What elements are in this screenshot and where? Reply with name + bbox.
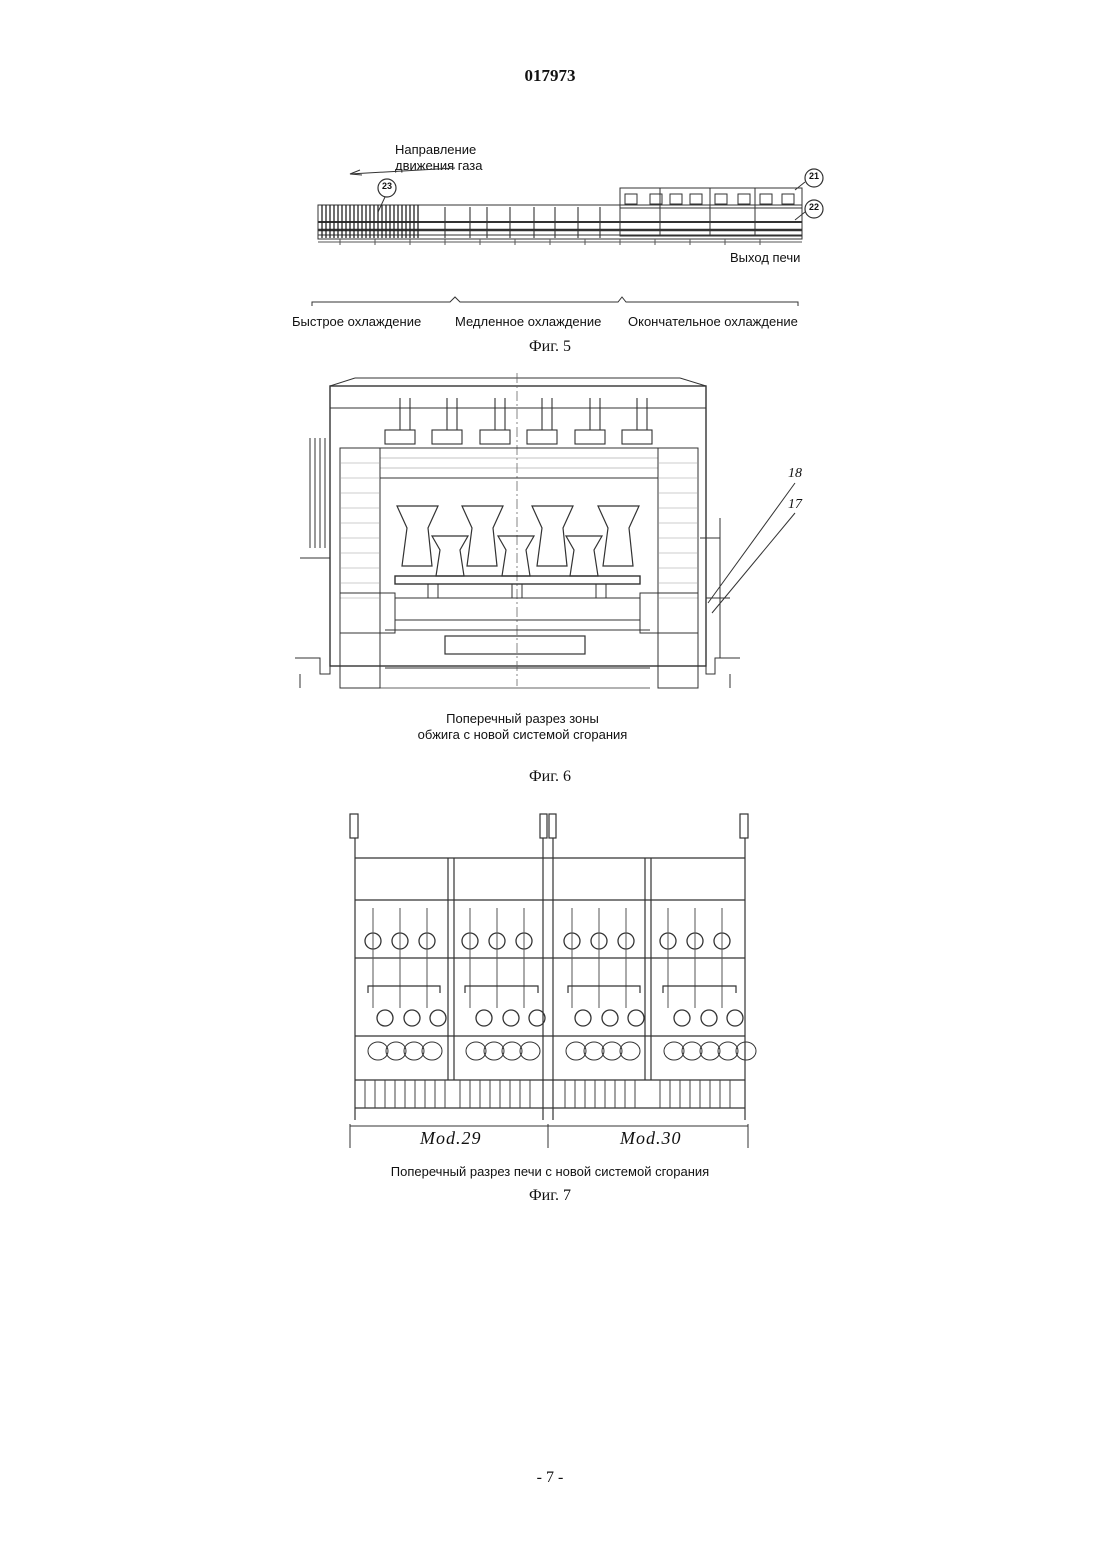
page-number: - 7 - xyxy=(0,1469,1100,1487)
callout-18: 18 xyxy=(788,466,802,482)
figure6-caption: Фиг. 6 xyxy=(0,768,1100,786)
figure6-title-line2: обжига с новой системой сгорания xyxy=(0,727,1045,742)
callout-17: 17 xyxy=(788,497,802,513)
figure7-title: Поперечный разрез печи с новой системой … xyxy=(0,1164,1100,1179)
figure6-title-line1: Поперечный разрез зоны xyxy=(0,711,1045,726)
module-label-30: Mod.30 xyxy=(620,1128,682,1149)
figure6-drawing xyxy=(0,378,1100,698)
figure5-caption: Фиг. 5 xyxy=(0,338,1100,356)
ware-shapes xyxy=(397,506,639,576)
module-label-29: Mod.29 xyxy=(420,1128,482,1149)
figure7-drawing xyxy=(0,808,1100,1148)
figure7-caption: Фиг. 7 xyxy=(0,1187,1100,1205)
callout-23: 23 xyxy=(378,181,396,191)
document-number: 017973 xyxy=(0,66,1100,86)
upper-burners xyxy=(365,933,730,949)
zone-fast-cooling: Быстрое охлаждение xyxy=(292,314,421,329)
zone-slow-cooling: Медленное охлаждение xyxy=(455,314,601,329)
lower-burners xyxy=(377,1010,743,1026)
kiln-exit-label: Выход печи xyxy=(730,250,800,265)
callout-21: 21 xyxy=(805,171,823,181)
zone-brace xyxy=(312,297,798,306)
gas-direction-label-line1: Направление xyxy=(395,142,476,157)
callout-22: 22 xyxy=(805,202,823,212)
zone-final-cooling: Окончательное охлаждение xyxy=(628,314,798,329)
